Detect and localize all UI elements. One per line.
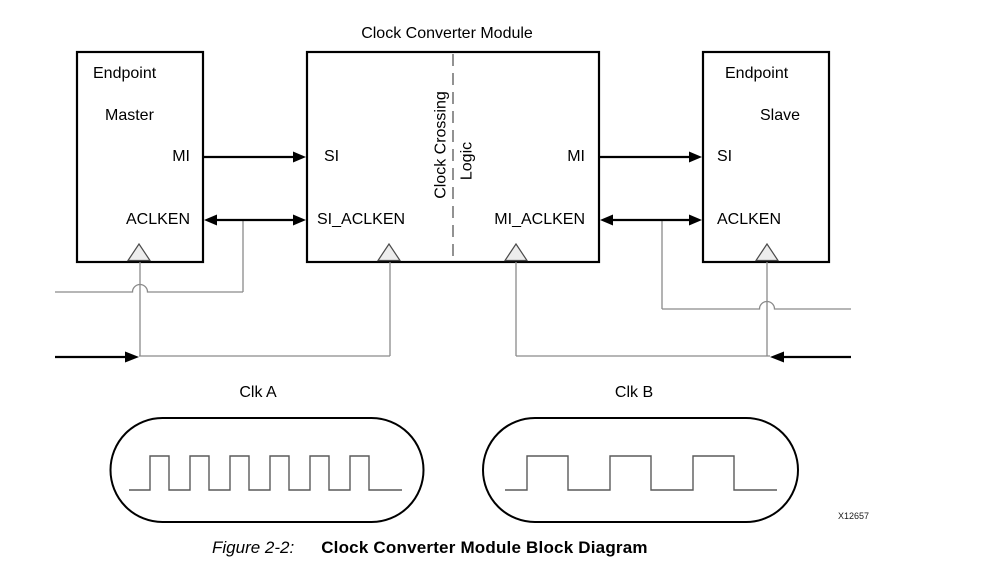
- clock-crossing-label-line2: Logic: [458, 141, 476, 181]
- clk-a-waveform: [129, 455, 402, 491]
- clk-a-waveform-box: [109, 417, 425, 523]
- slave-si-port-label: SI: [717, 148, 733, 165]
- clk-b-waveform-box: [482, 417, 799, 523]
- clk-b-waveform: [505, 455, 777, 491]
- slave-name-label: Slave: [760, 107, 801, 124]
- mi-to-si-right-arrowhead: [689, 151, 702, 163]
- slave-aclken-port-label: ACLKEN: [717, 211, 782, 228]
- figure-caption-number: Figure 2-2:: [212, 538, 295, 557]
- mi-aclken-arrowhead-right: [689, 214, 702, 226]
- converter-mi-clock-triangle: [503, 242, 529, 262]
- converter-si-clock-triangle: [376, 242, 402, 262]
- clk-b-input-arrowhead: [770, 351, 784, 363]
- mi-to-si-arrowhead: [293, 151, 306, 163]
- slave-endpoint-label: Endpoint: [725, 65, 789, 82]
- converter-si-port-label: SI: [324, 148, 340, 165]
- clk-b-label: Clk B: [614, 384, 654, 401]
- converter-mi-port-label: MI: [567, 148, 585, 165]
- master-endpoint-label: Endpoint: [93, 65, 157, 82]
- master-name-label: Master: [105, 107, 154, 124]
- diagram-title: Clock Converter Module: [361, 25, 533, 42]
- figure-caption-title: Clock Converter Module Block Diagram: [321, 538, 648, 557]
- master-mi-port-label: MI: [172, 148, 190, 165]
- clk-a-label: Clk A: [239, 384, 277, 401]
- mi-aclken-net-hop-line: [662, 300, 851, 310]
- clk-a-input-arrowhead: [125, 351, 139, 363]
- master-aclken-port-label: ACLKEN: [125, 211, 190, 228]
- slave-block-outline: [701, 50, 831, 264]
- slave-clock-triangle: [754, 242, 780, 262]
- clock-crossing-label-line1: Clock Crossing: [432, 91, 450, 199]
- converter-mi-aclken-port-label: MI_ACLKEN: [494, 211, 585, 228]
- figure-id: X12657: [838, 511, 870, 521]
- mi-aclken-arrowhead-left: [600, 214, 613, 226]
- converter-si-aclken-port-label: SI_ACLKEN: [317, 211, 406, 228]
- aclken-arrowhead-right: [293, 214, 306, 226]
- master-clock-triangle: [126, 242, 152, 262]
- aclken-net-hop-line: [55, 283, 243, 293]
- aclken-arrowhead-left: [204, 214, 217, 226]
- master-block-outline: [75, 50, 205, 264]
- figure-caption: Figure 2-2: Clock Converter Module Block …: [212, 537, 648, 558]
